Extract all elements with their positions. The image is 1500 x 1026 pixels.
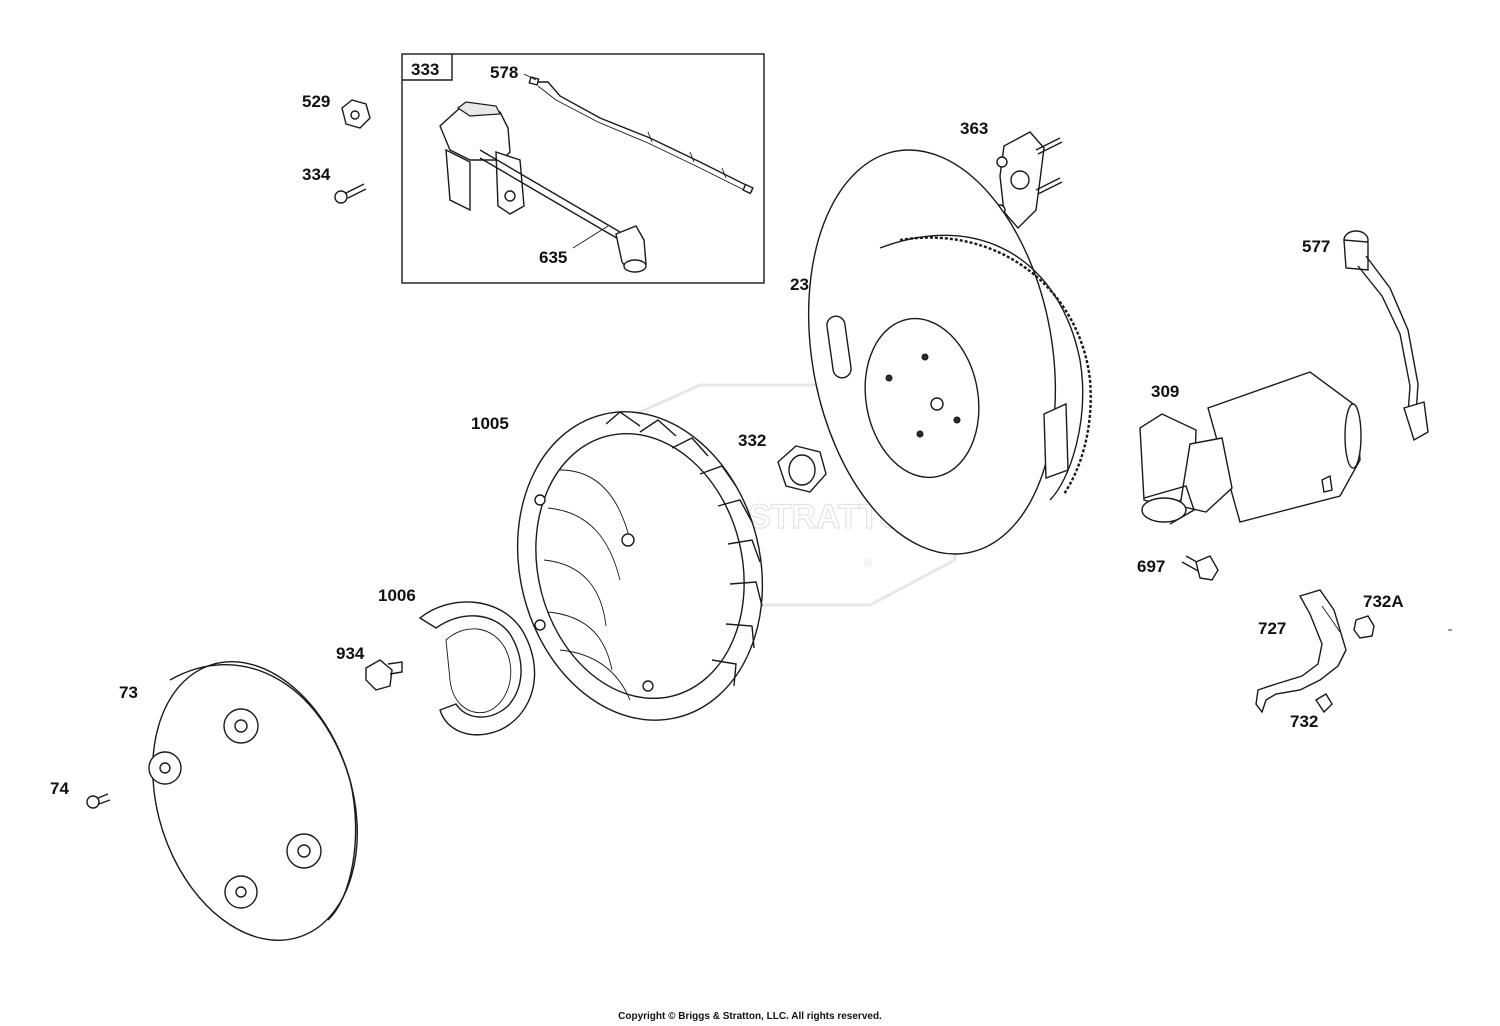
part-334-screw[interactable] [334,183,367,204]
part-635-ignition-module[interactable] [439,101,647,273]
kit-box-333 [401,53,765,284]
callout-309: 309 [1151,382,1180,401]
part-577-starter-cable[interactable] [1343,230,1429,442]
part-697-bolt[interactable] [1181,555,1219,581]
leader-lines [523,73,1452,631]
part-74-screw[interactable] [86,793,111,809]
part-727-bracket[interactable] [1255,589,1347,714]
part-309-starter-motor[interactable] [1139,371,1362,525]
copyright-notice: Copyright © Briggs & Stratton, LLC. All … [618,1011,882,1022]
callout-334: 334 [302,165,331,184]
callout-635: 635 [539,248,568,267]
part-529-spacer[interactable] [341,99,371,129]
callout-73: 73 [119,683,138,702]
callout-732: 732 [1290,712,1319,731]
callout-1005: 1005 [471,414,509,433]
callout-732a: 732A [1363,592,1404,611]
callout-578: 578 [490,63,519,82]
part-578-ground-wire[interactable] [528,76,754,195]
part-332-nut[interactable] [777,445,827,493]
callout-363: 363 [960,119,989,138]
part-1006-retainer[interactable] [418,601,536,736]
part-732-screw[interactable] [1315,693,1333,714]
callout-727: 727 [1258,619,1287,638]
part-73-cover[interactable] [119,635,392,967]
callout-529: 529 [302,92,331,111]
callout-333: 333 [411,60,440,79]
part-23-flywheel[interactable] [778,130,1092,573]
callout-934: 934 [336,644,365,663]
part-1005-fan[interactable] [486,386,794,747]
callout-577: 577 [1302,237,1331,256]
callout-697: 697 [1137,557,1166,576]
callout-23: 23 [790,275,809,294]
callout-332: 332 [738,431,767,450]
callout-74: 74 [50,779,69,798]
callout-1006: 1006 [378,586,416,605]
watermark-registered-mark: ® [864,558,872,570]
part-732a-nut[interactable] [1353,615,1375,639]
part-934-bolt[interactable] [365,659,403,691]
